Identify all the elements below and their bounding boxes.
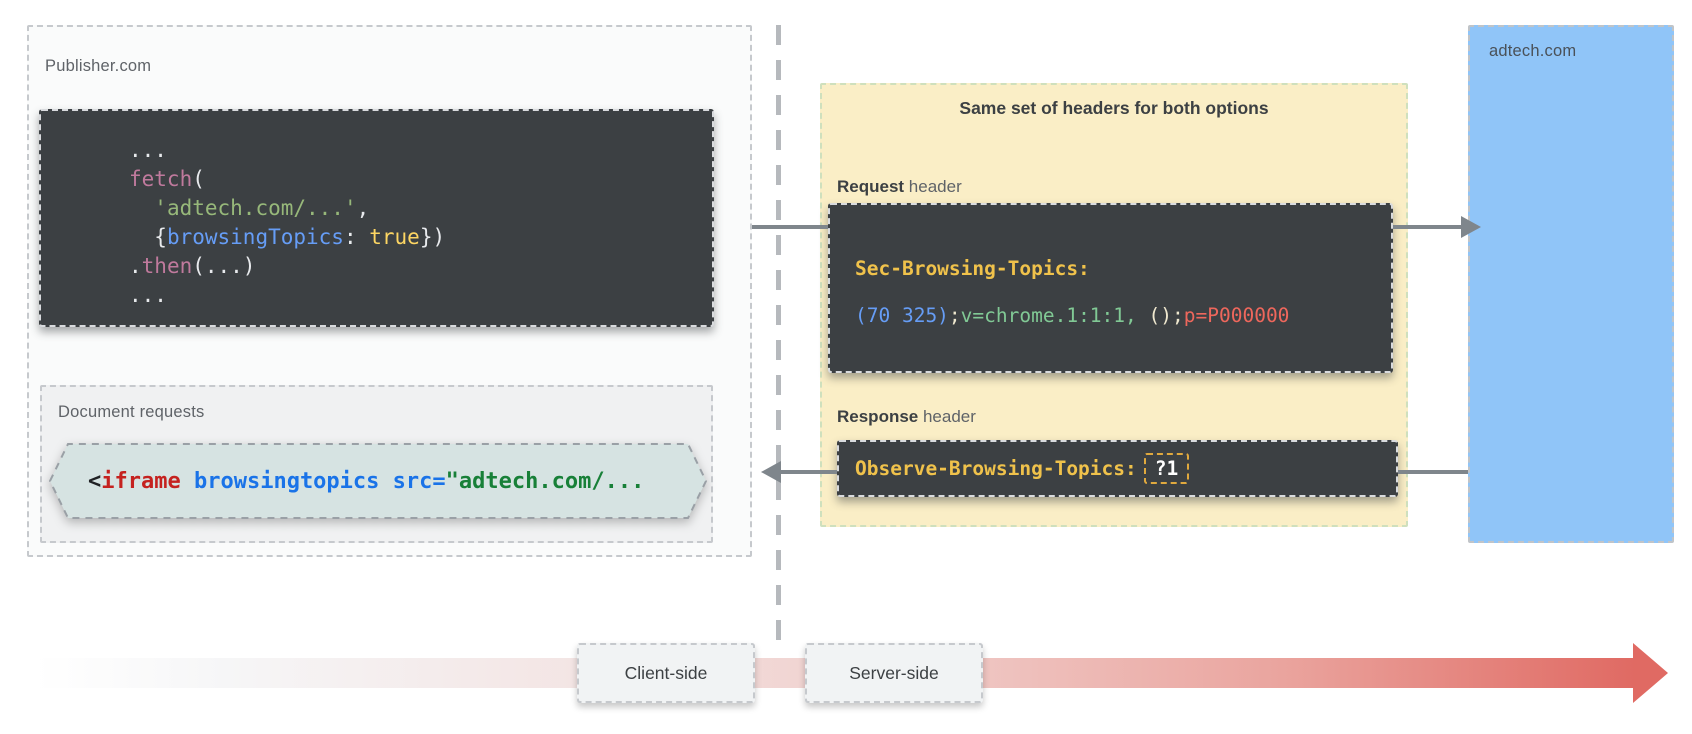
publisher-to-request-line — [752, 225, 828, 229]
response-header-label: Response header — [837, 407, 976, 427]
iframe-code-snippet: <iframe browsingtopics src="adtech.com/.… — [88, 468, 645, 494]
adtech-title: adtech.com — [1489, 42, 1577, 60]
publisher-title: Publisher.com — [45, 57, 152, 75]
fetch-code-block: ...fetch( 'adtech.com/...', {browsingTop… — [39, 109, 714, 327]
response-header-code-block: Observe-Browsing-Topics: ?1 — [837, 440, 1398, 497]
server-side-label: Server-side — [849, 662, 939, 683]
request-header-label-bold: Request — [837, 177, 905, 196]
response-header-name: Observe-Browsing-Topics: — [855, 457, 1137, 480]
request-header-label: Request header — [837, 177, 962, 197]
client-side-label: Client-side — [624, 662, 708, 683]
request-to-adtech-arrowhead-icon — [1461, 216, 1481, 238]
client-server-divider-line — [776, 25, 781, 648]
headers-panel-banner: Same set of headers for both options — [959, 98, 1269, 118]
client-side-badge: Client-side — [577, 643, 755, 703]
timeline-arrowhead-icon — [1633, 643, 1668, 703]
response-header-label-rest: header — [918, 407, 976, 426]
response-to-publisher-line — [780, 470, 837, 474]
observe-value-chip: ?1 — [1143, 453, 1190, 484]
response-to-publisher-arrowhead-icon — [761, 461, 781, 483]
server-side-badge: Server-side — [805, 643, 983, 703]
hexagon-svg — [48, 443, 708, 519]
request-header-code-block: Sec-Browsing-Topics:(70 325);v=chrome.1:… — [828, 203, 1393, 373]
response-header-label-bold: Response — [837, 407, 919, 426]
adtech-to-response-line — [1398, 470, 1468, 474]
adtech-panel — [1468, 25, 1674, 543]
document-requests-label: Document requests — [58, 403, 205, 421]
iframe-hexagon-shape — [48, 442, 708, 520]
request-header-label-rest: header — [904, 177, 962, 196]
request-to-adtech-line — [1393, 225, 1465, 229]
